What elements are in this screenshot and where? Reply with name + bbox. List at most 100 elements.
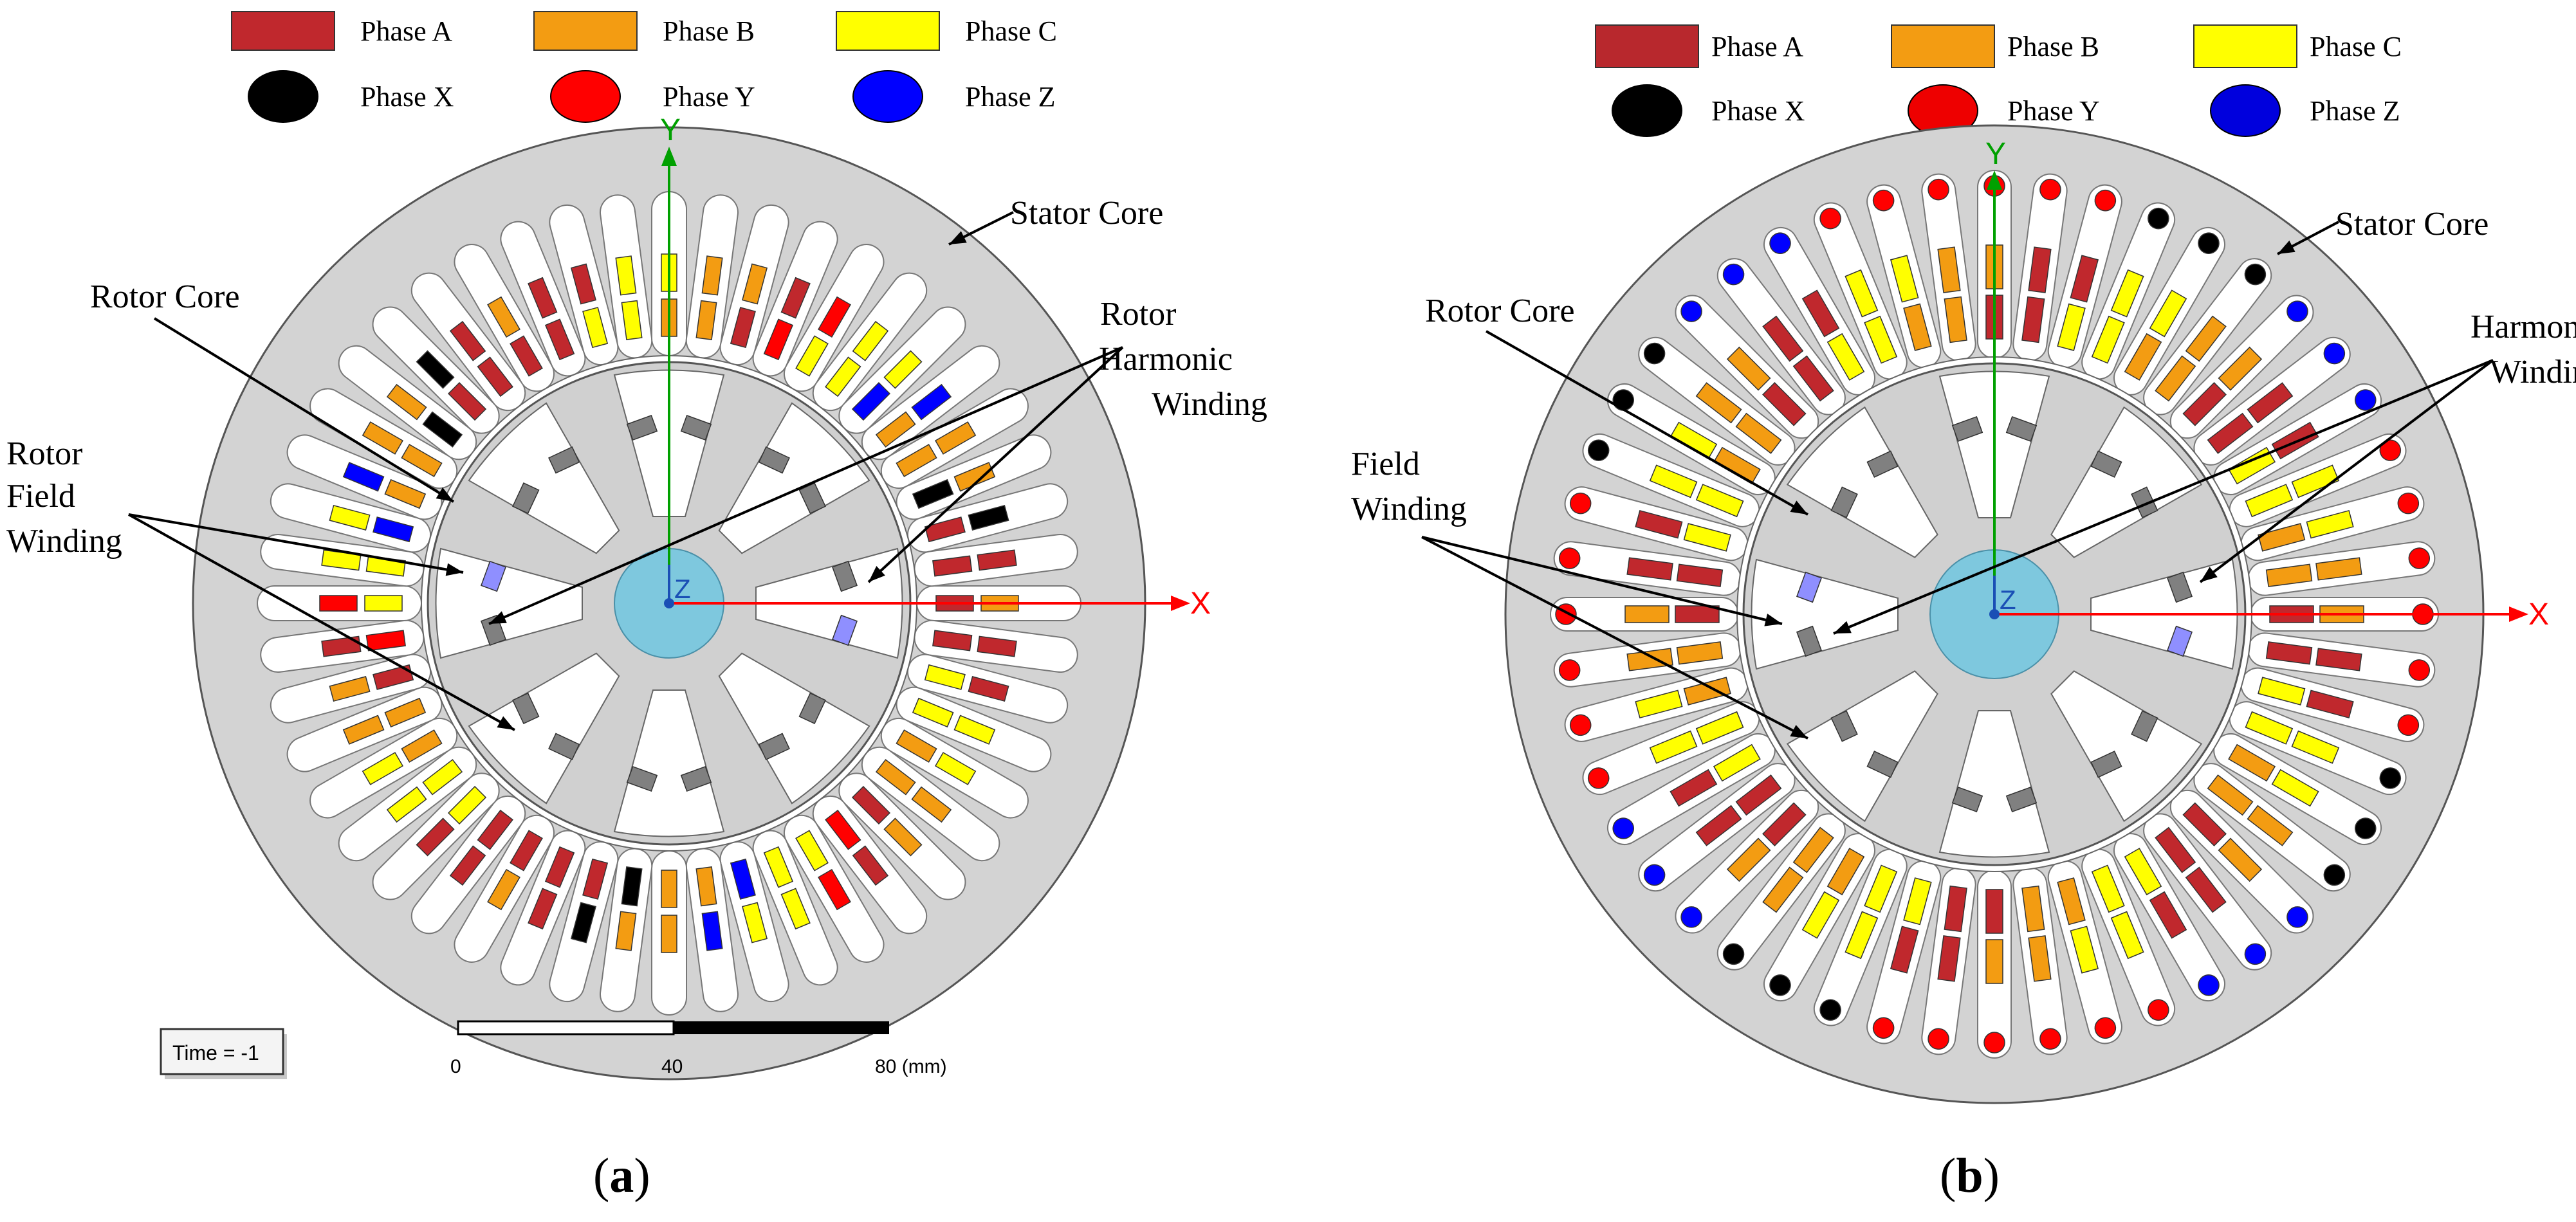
inner-coil: [544, 318, 575, 361]
outer-coil: [2218, 346, 2263, 391]
stator-slot: [2012, 173, 2068, 361]
inner-coil: [2182, 802, 2227, 846]
outer-coil: [362, 752, 404, 785]
outer-coil: [2149, 289, 2187, 338]
inner-coil: [795, 335, 829, 377]
outer-coil: [780, 277, 811, 319]
outer-coil: [852, 845, 889, 886]
rotor-harmonic-arrow-1-head: [489, 611, 507, 624]
harmonic-coil-dot: [1587, 767, 1610, 789]
stator-slot: [2169, 789, 2314, 934]
harmonic-arrow-1: [1833, 359, 2494, 635]
outer-coil: [780, 888, 811, 930]
field-label-line2: Winding: [1351, 491, 1467, 527]
inner-coil: [2207, 774, 2254, 816]
field-coil: [2166, 571, 2193, 603]
outer-coil: [319, 595, 358, 612]
outer-coil: [386, 383, 427, 421]
outer-coil: [934, 752, 977, 785]
inner-coil: [896, 729, 937, 763]
stator-slot: [2240, 667, 2425, 742]
inner-coil: [932, 555, 973, 577]
outer-coil: [1726, 837, 1771, 882]
phase-c-swatch: [836, 11, 940, 51]
outer-coil: [934, 421, 977, 455]
inner-coil: [477, 809, 513, 850]
inner-coil: [373, 516, 414, 543]
inner-coil: [510, 335, 543, 377]
inner-coil: [2124, 333, 2162, 381]
scale-tick-80: 80 (mm): [875, 1056, 947, 1077]
phase-b-swatch: [1891, 24, 1995, 68]
inner-coil: [1735, 412, 1782, 454]
inner-coil: [365, 630, 406, 652]
rotor-slot: [1751, 558, 1899, 670]
outer-coil: [2185, 866, 2227, 913]
inner-coil: [2265, 563, 2313, 587]
stator-slot: [2213, 733, 2382, 845]
phase-y-legend-label: Phase Y: [2007, 95, 2100, 127]
harmonic-coil-dot: [2397, 714, 2420, 736]
inner-coil: [1762, 382, 1807, 426]
phase-z-swatch: [2210, 84, 2281, 137]
inner-coil: [896, 444, 937, 477]
harmonic-coil-dot: [2094, 189, 2117, 212]
rotor-slot: [613, 689, 725, 837]
phase-z-legend-label: Phase Z: [965, 81, 1056, 113]
outer-coil: [615, 255, 637, 296]
outer-coil: [1635, 509, 1683, 539]
harmonic-coil-dot: [1569, 492, 1592, 515]
outer-coil: [1845, 911, 1879, 960]
stator-slot: [1866, 184, 1942, 369]
inner-coil: [2057, 877, 2086, 926]
harmonic-coil-dot: [2408, 547, 2431, 569]
rotor-slot: [2050, 670, 2203, 823]
field-coil: [680, 765, 712, 792]
inner-coil: [1826, 333, 1865, 381]
outer-coil: [2185, 315, 2227, 362]
stator-slot: [719, 204, 789, 366]
field-coil: [680, 414, 712, 441]
outer-coil: [742, 902, 768, 944]
outer-coil: [2110, 269, 2144, 318]
outer-coil: [1890, 926, 1919, 974]
harmonic-coil-dot: [2286, 906, 2308, 928]
outer-coil: [386, 786, 427, 823]
harmonic-coil-dot: [2397, 492, 2420, 515]
rotor-core-label: Rotor Core: [1425, 293, 1575, 329]
stator-slot: [861, 746, 1000, 862]
harmonic-coil-dot: [1722, 263, 1745, 286]
outer-coil: [701, 911, 723, 951]
inner-coil: [2207, 412, 2254, 454]
phase-z-swatch: [852, 70, 923, 123]
harmonic-arrow-1-head: [1834, 621, 1852, 634]
phase-y-legend-label: Phase Y: [663, 81, 755, 113]
stator-slot: [260, 619, 425, 673]
harmonic-coil-dot: [1643, 864, 1666, 886]
inner-coil: [1676, 641, 1724, 665]
rotor-slot-opening: [718, 652, 870, 805]
inner-coil: [2265, 641, 2313, 665]
inner-coil: [544, 846, 575, 888]
inner-coil: [1826, 848, 1865, 896]
rotor-slot-opening: [1786, 670, 1938, 823]
field-coil: [1951, 415, 1983, 442]
outer-coil: [1670, 769, 1718, 807]
outer-coil: [2291, 464, 2340, 498]
stator-slot: [2229, 433, 2407, 527]
field-arrow-2-head: [1790, 725, 1808, 738]
inner-coil: [2021, 885, 2045, 933]
inner-coil: [1683, 523, 1731, 552]
stator-slot: [500, 830, 586, 986]
inner-coil: [1675, 605, 1720, 623]
stator-slot: [2081, 202, 2176, 380]
coordinate-axes: XYZ: [660, 113, 1211, 621]
harmonic-coil-dot: [2148, 207, 2169, 230]
rotor-slot: [1786, 406, 1938, 558]
scale-tick-40: 40: [661, 1056, 683, 1077]
outer-coil: [1726, 346, 1771, 391]
outer-coil: [1624, 605, 1670, 623]
y-axis-arrowhead: [1987, 170, 2002, 190]
inner-coil: [695, 300, 717, 340]
field-coil: [798, 482, 826, 515]
